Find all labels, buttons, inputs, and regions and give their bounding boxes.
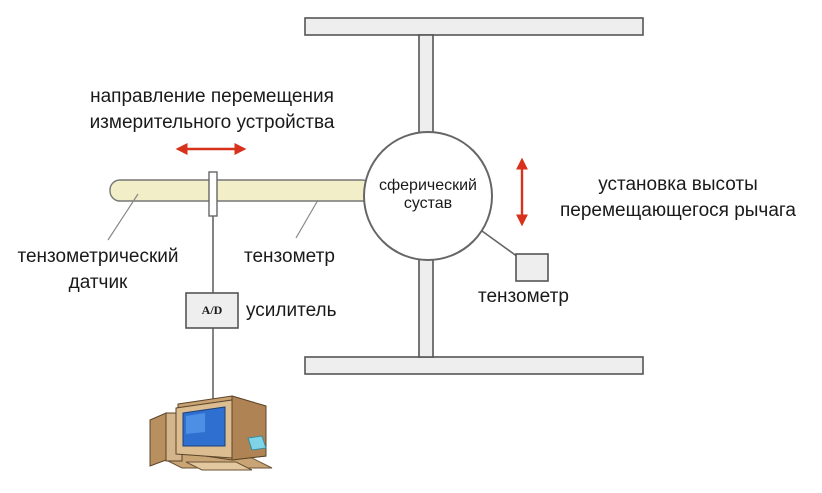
height-label-line2: перемещающегося рычага (560, 200, 796, 221)
measuring-bar (109, 179, 373, 202)
tensometer-bar-label: тензометр (244, 246, 335, 267)
gauge-sensor-label-line2: датчик (68, 272, 128, 293)
leader-tensometer-bar (295, 199, 319, 239)
tensometer-box (515, 253, 549, 282)
ad-converter-label: A/D (201, 303, 223, 317)
spherical-joint (363, 131, 493, 261)
amplifier-label: усилитель (246, 300, 337, 321)
direction-label-line1: направление перемещения (90, 86, 334, 107)
frame-top-beam (304, 17, 644, 36)
joint-label-line2: сустав (403, 195, 453, 212)
sensor-clamp (208, 171, 218, 217)
height-label-line1: установка высоты (598, 174, 758, 195)
tensometer-box-label: тензометр (478, 286, 569, 307)
joint-label-line1: сферический (378, 177, 477, 194)
direction-label-line2: измерительного устройства (89, 112, 335, 133)
gauge-sensor-label-line1: тензометрический (17, 246, 179, 267)
leader-gauge-sensor (107, 193, 139, 241)
frame-post-bottom (418, 249, 434, 358)
frame-bottom-beam (304, 356, 644, 375)
joint-connector-line (481, 230, 519, 258)
computer-icon (149, 395, 273, 471)
frame-post-top (418, 34, 434, 143)
ad-converter-box (185, 292, 239, 329)
